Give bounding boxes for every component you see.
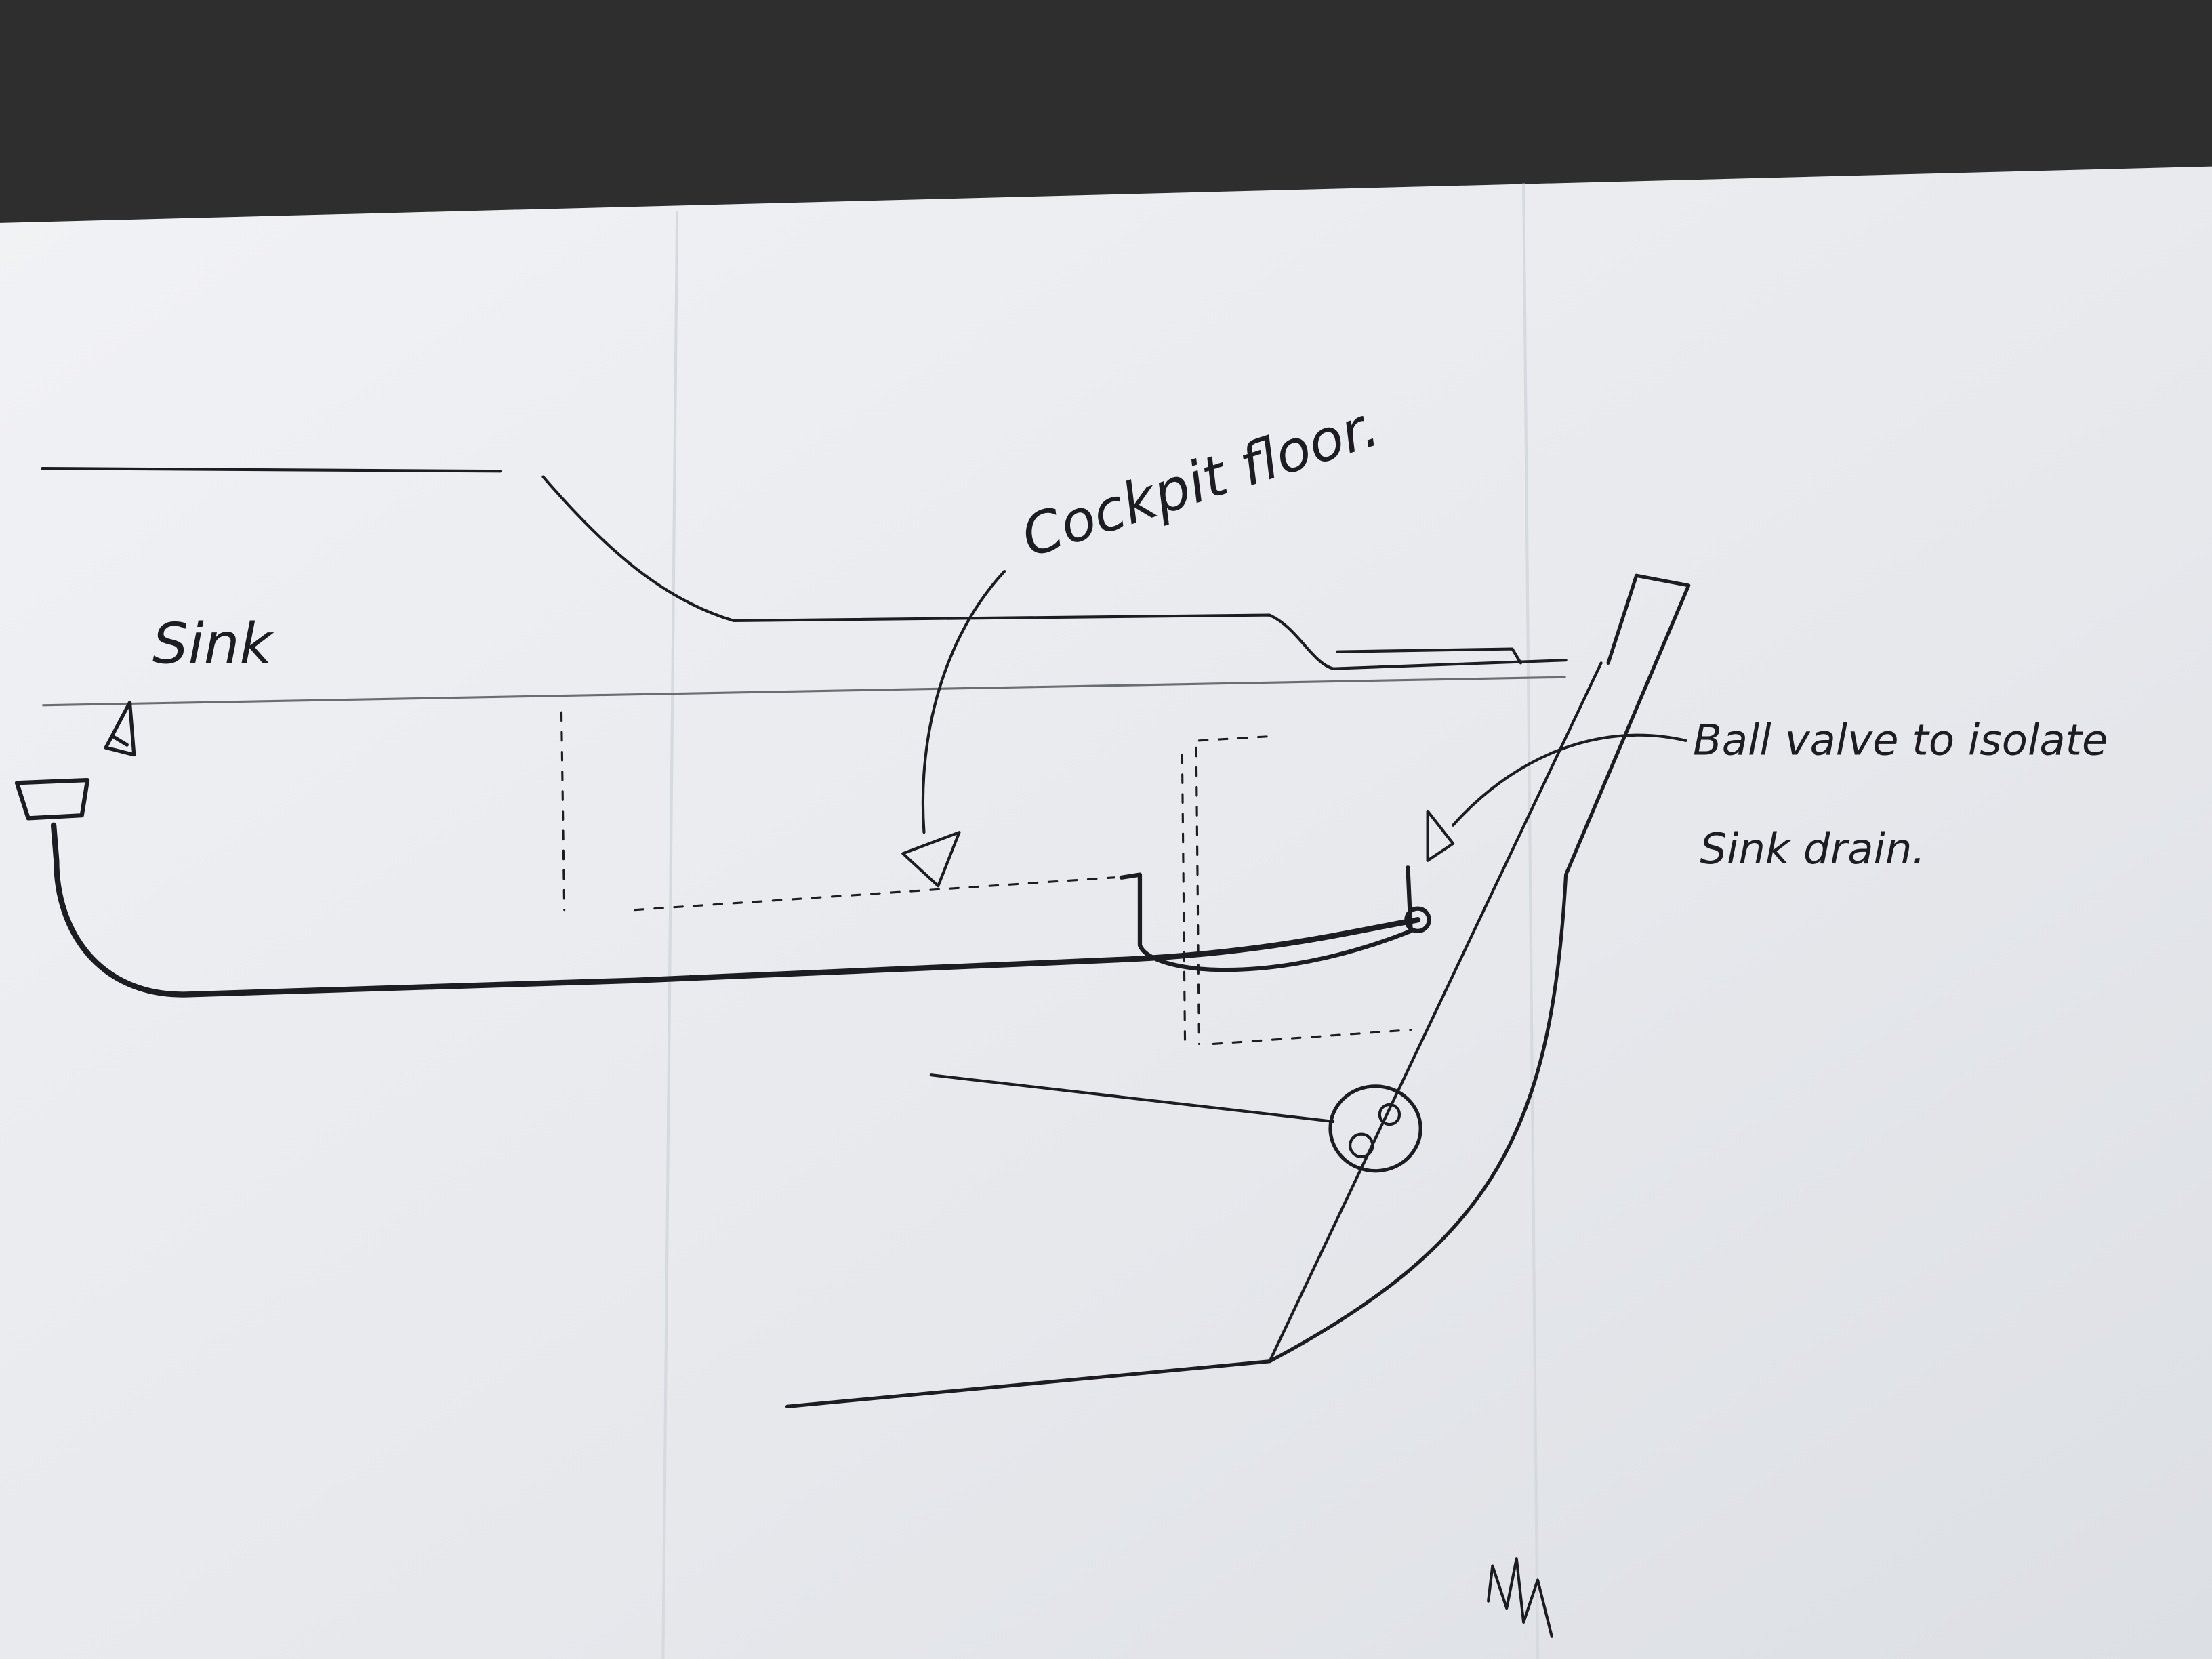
cockpit-floor-arrow [921,569,1006,834]
fold-scribble [1487,1557,1553,1638]
seacock-detail [1349,1132,1374,1159]
paper-fold [661,211,679,1659]
deck-line [41,467,1568,670]
paper-sheet [0,166,2212,1659]
drain-hose [50,822,1421,998]
waterline [42,676,1566,707]
seacock [1328,1084,1422,1173]
arrowhead-icon [901,831,961,888]
ball-valve [1404,906,1431,933]
pipe-to-seacock [929,1073,1335,1123]
sink-label: Sink [152,611,274,676]
drain-hose-loop [1119,865,1413,972]
ball-valve-label-line1: Ball valve to isolate [1693,716,2108,765]
hull-outline [785,573,1691,1408]
hull-keel-line [1268,661,1603,1363]
ball-valve-arrow [1452,733,1687,827]
arrowhead-icon [1426,809,1455,862]
sink-basin [14,778,90,821]
ball-valve-label-line2: Sink drain. [1700,824,1925,874]
sink-tap-icon [104,701,136,757]
dashed-floor [560,711,1412,1045]
paper-fold [1522,183,1540,1659]
cockpit-step [1336,647,1523,665]
seacock-detail [1378,1103,1401,1126]
